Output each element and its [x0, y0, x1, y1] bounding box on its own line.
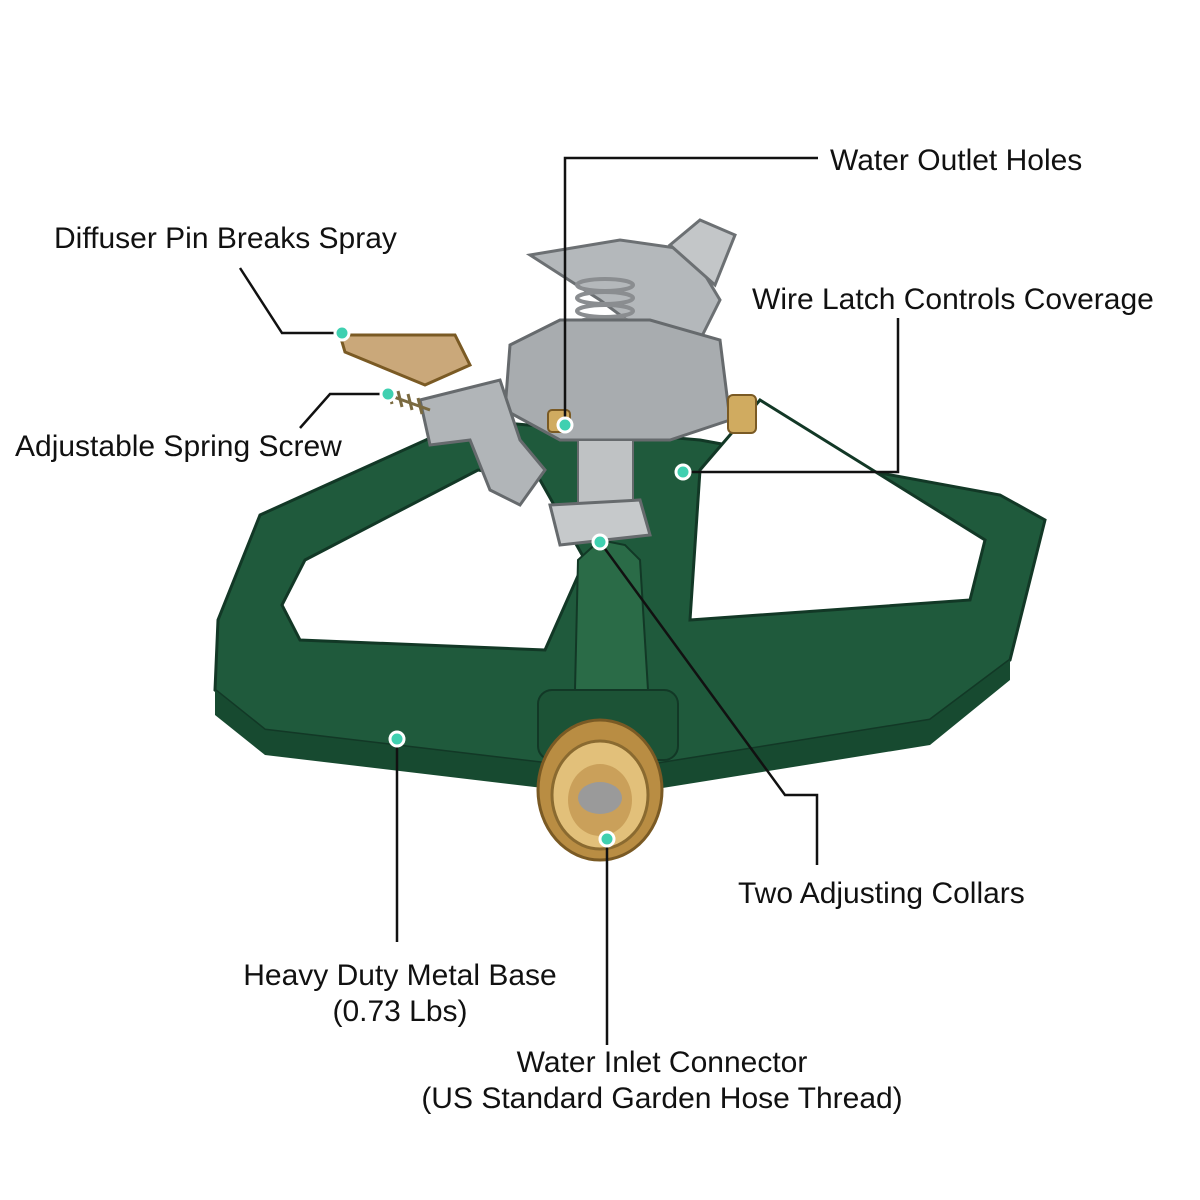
dot-base	[390, 732, 404, 746]
label-water-inlet: Water Inlet Connector (US Standard Garde…	[362, 1045, 962, 1117]
label-adjusting-collars: Two Adjusting Collars	[738, 876, 1025, 912]
callout-line-diffuser	[240, 268, 342, 333]
dot-inlet	[600, 832, 614, 846]
label-water-inlet-line1: Water Inlet Connector	[362, 1045, 962, 1081]
label-metal-base-line1: Heavy Duty Metal Base	[190, 958, 610, 994]
callout-line-spring-screw	[300, 394, 388, 428]
dot-spring-screw	[381, 387, 395, 401]
label-wire-latch: Wire Latch Controls Coverage	[752, 282, 1154, 318]
label-metal-base-line2: (0.73 Lbs)	[190, 994, 610, 1030]
dot-collars	[593, 535, 607, 549]
dot-water-outlet	[558, 418, 572, 432]
dot-wire-latch	[676, 465, 690, 479]
label-spring-screw: Adjustable Spring Screw	[15, 429, 342, 465]
label-water-outlet-holes: Water Outlet Holes	[830, 143, 1082, 179]
label-diffuser-pin: Diffuser Pin Breaks Spray	[54, 221, 397, 257]
label-water-inlet-line2: (US Standard Garden Hose Thread)	[362, 1081, 962, 1117]
dot-diffuser	[335, 326, 349, 340]
label-metal-base: Heavy Duty Metal Base (0.73 Lbs)	[190, 958, 610, 1030]
